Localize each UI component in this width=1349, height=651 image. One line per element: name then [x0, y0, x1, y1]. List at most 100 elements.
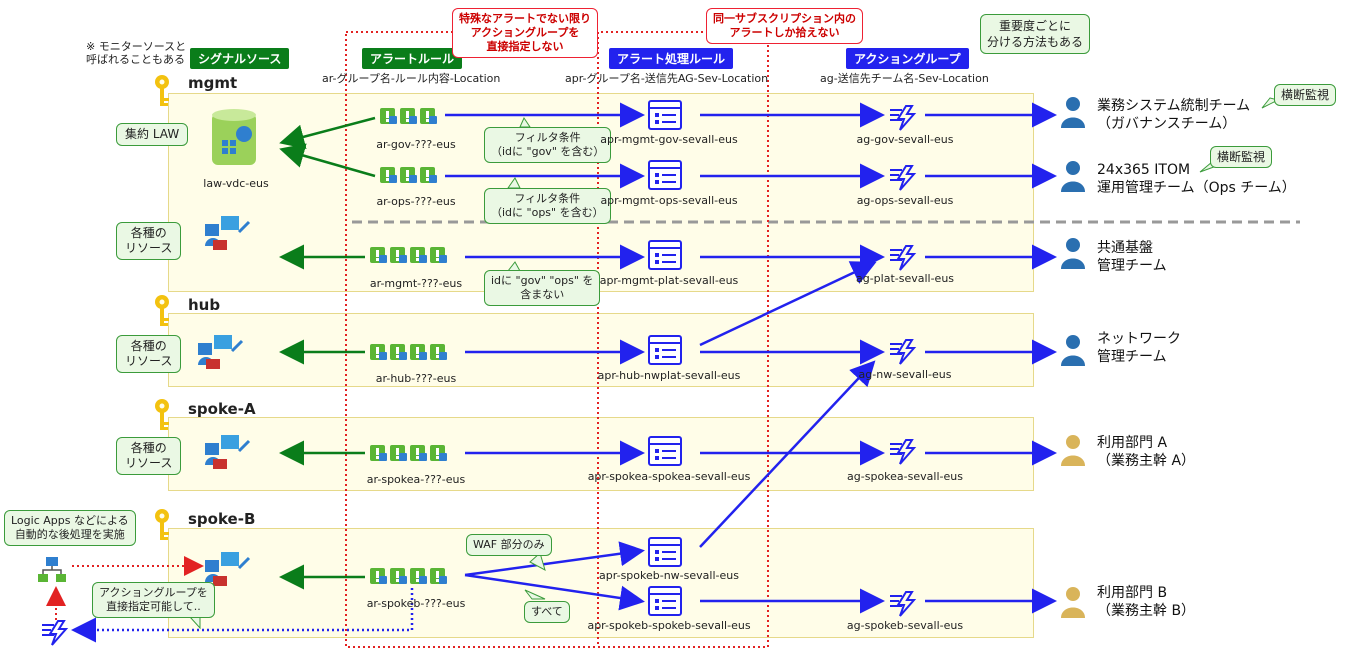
resources-icon-hub	[196, 333, 244, 371]
team-plat-line2: 管理チーム	[1097, 258, 1167, 274]
severity-line1: 重要度ごとに	[999, 19, 1072, 33]
same-subscription-line2: アラートしか拾えない	[729, 26, 840, 39]
apr-icon-ops	[648, 160, 682, 190]
logic-apps-callout: Logic Apps などによる 自動的な後処理を実施	[4, 510, 136, 546]
alert-icons-hub	[370, 344, 447, 360]
subscription-spoke-a: spoke-A	[188, 400, 256, 418]
alert-scope-box	[345, 31, 769, 648]
ag-spokea-label: ag-spokea-sevall-eus	[847, 470, 963, 483]
ag-plat-label: ag-plat-sevall-eus	[855, 272, 955, 285]
special-alert-line2: アクショングループを	[470, 26, 580, 39]
apr-spokeb-label: apr-spokeb-spokeb-sevall-eus	[587, 619, 751, 632]
person-icon-spokea	[1061, 435, 1085, 466]
apr-icon-spokeb-nw	[648, 537, 682, 567]
apr-icon-spokeb	[648, 586, 682, 616]
ag-ops-label: ag-ops-sevall-eus	[856, 194, 954, 207]
team-nw: ネットワーク 管理チーム	[1097, 330, 1181, 366]
ag-gov-label: ag-gov-sevall-eus	[856, 133, 954, 146]
ag-icon-ops	[889, 165, 915, 191]
team-nw-line2: 管理チーム	[1097, 349, 1167, 365]
alert-rule-header: アラートルール	[362, 48, 463, 69]
apr-spokeb-nw-label: apr-spokeb-nw-sevall-eus	[599, 569, 739, 582]
apr-header: アラート処理ルール	[609, 48, 734, 69]
various-line1: 各種の	[130, 226, 167, 240]
apr-icon-spokea	[648, 436, 682, 466]
apr-gov-label: apr-mgmt-gov-sevall-eus	[600, 133, 738, 146]
severity-callout: 重要度ごとに 分ける方法もある	[980, 14, 1091, 54]
filter-plat-line1: idに "gov" "ops" を	[491, 274, 594, 287]
same-subscription-callout: 同一サブスクリプション内の アラートしか拾えない	[706, 8, 863, 44]
apr-icon-hub	[648, 335, 682, 365]
filter-plat-callout: idに "gov" "ops" を 含まない	[484, 270, 601, 306]
filter-gov-callout: フィルタ条件 （idに "gov" を含む）	[484, 127, 612, 163]
filter-ops-callout: フィルタ条件 （idに "ops" を含む）	[484, 188, 611, 224]
special-alert-callout: 特殊なアラートでない限り アクショングループを 直接指定しない	[452, 8, 598, 58]
law-box: 集約 LAW	[116, 123, 189, 146]
filter-gov-line1: フィルタ条件	[514, 131, 581, 144]
resources-icon-mgmt	[203, 214, 251, 252]
person-icon-gov	[1061, 97, 1085, 128]
subscription-spoke-b: spoke-B	[188, 510, 256, 528]
logic-apps-line1: Logic Apps などによる	[11, 514, 129, 527]
team-ops: 24x365 ITOM 運用管理チーム（Ops チーム）	[1097, 161, 1296, 197]
key-icon-spoke-a	[155, 399, 169, 430]
team-spokeb-line1: 利用部門 B	[1097, 585, 1168, 601]
team-gov-line2: （ガバナンスチーム）	[1097, 116, 1237, 132]
apr-icon-gov	[648, 100, 682, 130]
team-spokea: 利用部門 A （業務主幹 A）	[1097, 434, 1195, 470]
team-gov-line1: 業務システム統制チーム	[1097, 98, 1251, 114]
ar-spokea-label: ar-spokea-???-eus	[366, 473, 466, 486]
logic-apps-icon	[38, 557, 66, 582]
team-spokea-line2: （業務主幹 A）	[1097, 453, 1196, 469]
team-plat-line1: 共通基盤	[1097, 240, 1153, 256]
filter-ops-line2: （idに "ops" を含む）	[491, 206, 604, 219]
ag-icon-spokea	[889, 439, 915, 465]
severity-line2: 分ける方法もある	[987, 35, 1084, 49]
all-callout: すべて	[524, 601, 570, 623]
ag-icon-nw	[889, 339, 915, 365]
ag-icon-plat	[889, 245, 915, 271]
cross-monitor-callout-1: 横断監視	[1274, 84, 1337, 106]
blue-arrows	[71, 102, 1057, 643]
monitor-source-note-line2: 呼ばれることもある	[86, 53, 185, 66]
team-spokeb: 利用部門 B （業務主幹 B）	[1097, 584, 1195, 620]
action-group-naming: ag-送信先チーム名-Sev-Location	[820, 72, 989, 85]
green-arrows	[279, 116, 376, 590]
band-spoke-b	[168, 528, 1034, 638]
various-resources-mgmt: 各種の リソース	[116, 222, 182, 260]
apr-naming: apr-グループ名-送信先AG-Sev-Location	[565, 72, 769, 85]
ag-direct-callout: アクショングループを 直接指定可能して..	[92, 582, 215, 618]
key-icon-hub	[155, 295, 169, 326]
various-line2: リソース	[125, 241, 173, 255]
law-icon	[212, 109, 256, 165]
person-icon-nw	[1061, 335, 1085, 366]
team-spokeb-line2: （業務主幹 B）	[1097, 603, 1196, 619]
alert-rule-naming: ar-グループ名-ルール内容-Location	[322, 72, 501, 85]
resources-icon-spoke-b	[203, 550, 251, 588]
ag-direct-line1: アクショングループを	[99, 586, 208, 599]
ar-hub-label: ar-hub-???-eus	[375, 372, 457, 385]
various-resources-spoke-a: 各種の リソース	[116, 437, 182, 475]
ag-nw-label: ag-nw-sevall-eus	[858, 368, 952, 381]
person-icon-ops	[1061, 161, 1085, 192]
person-icon-spokeb	[1061, 587, 1085, 618]
various-resources-hub: 各種の リソース	[116, 335, 182, 373]
team-gov: 業務システム統制チーム （ガバナンスチーム）	[1097, 97, 1250, 133]
team-ops-line1: 24x365 ITOM	[1097, 162, 1191, 178]
monitor-source-note-line1: ※ モニターソースと	[86, 40, 187, 53]
special-alert-line1: 特殊なアラートでない限り	[459, 12, 591, 25]
alert-icons-mgmt	[370, 247, 447, 263]
alert-icons-ops	[380, 167, 437, 183]
ar-spokeb-label: ar-spokeb-???-eus	[366, 597, 466, 610]
red-arrows	[46, 556, 204, 620]
alert-icons-gov	[380, 108, 437, 124]
alert-icons-spokeb	[370, 568, 447, 584]
team-nw-line1: ネットワーク	[1097, 331, 1181, 347]
apr-plat-label: apr-mgmt-plat-sevall-eus	[599, 274, 739, 287]
team-ops-line2: 運用管理チーム（Ops チーム）	[1097, 180, 1296, 196]
apr-icon-plat	[648, 240, 682, 270]
ag-icon-spokeb	[889, 591, 915, 617]
key-icon-mgmt	[155, 75, 169, 106]
various-line1: 各種の	[130, 339, 167, 353]
team-spokea-line1: 利用部門 A	[1097, 435, 1168, 451]
